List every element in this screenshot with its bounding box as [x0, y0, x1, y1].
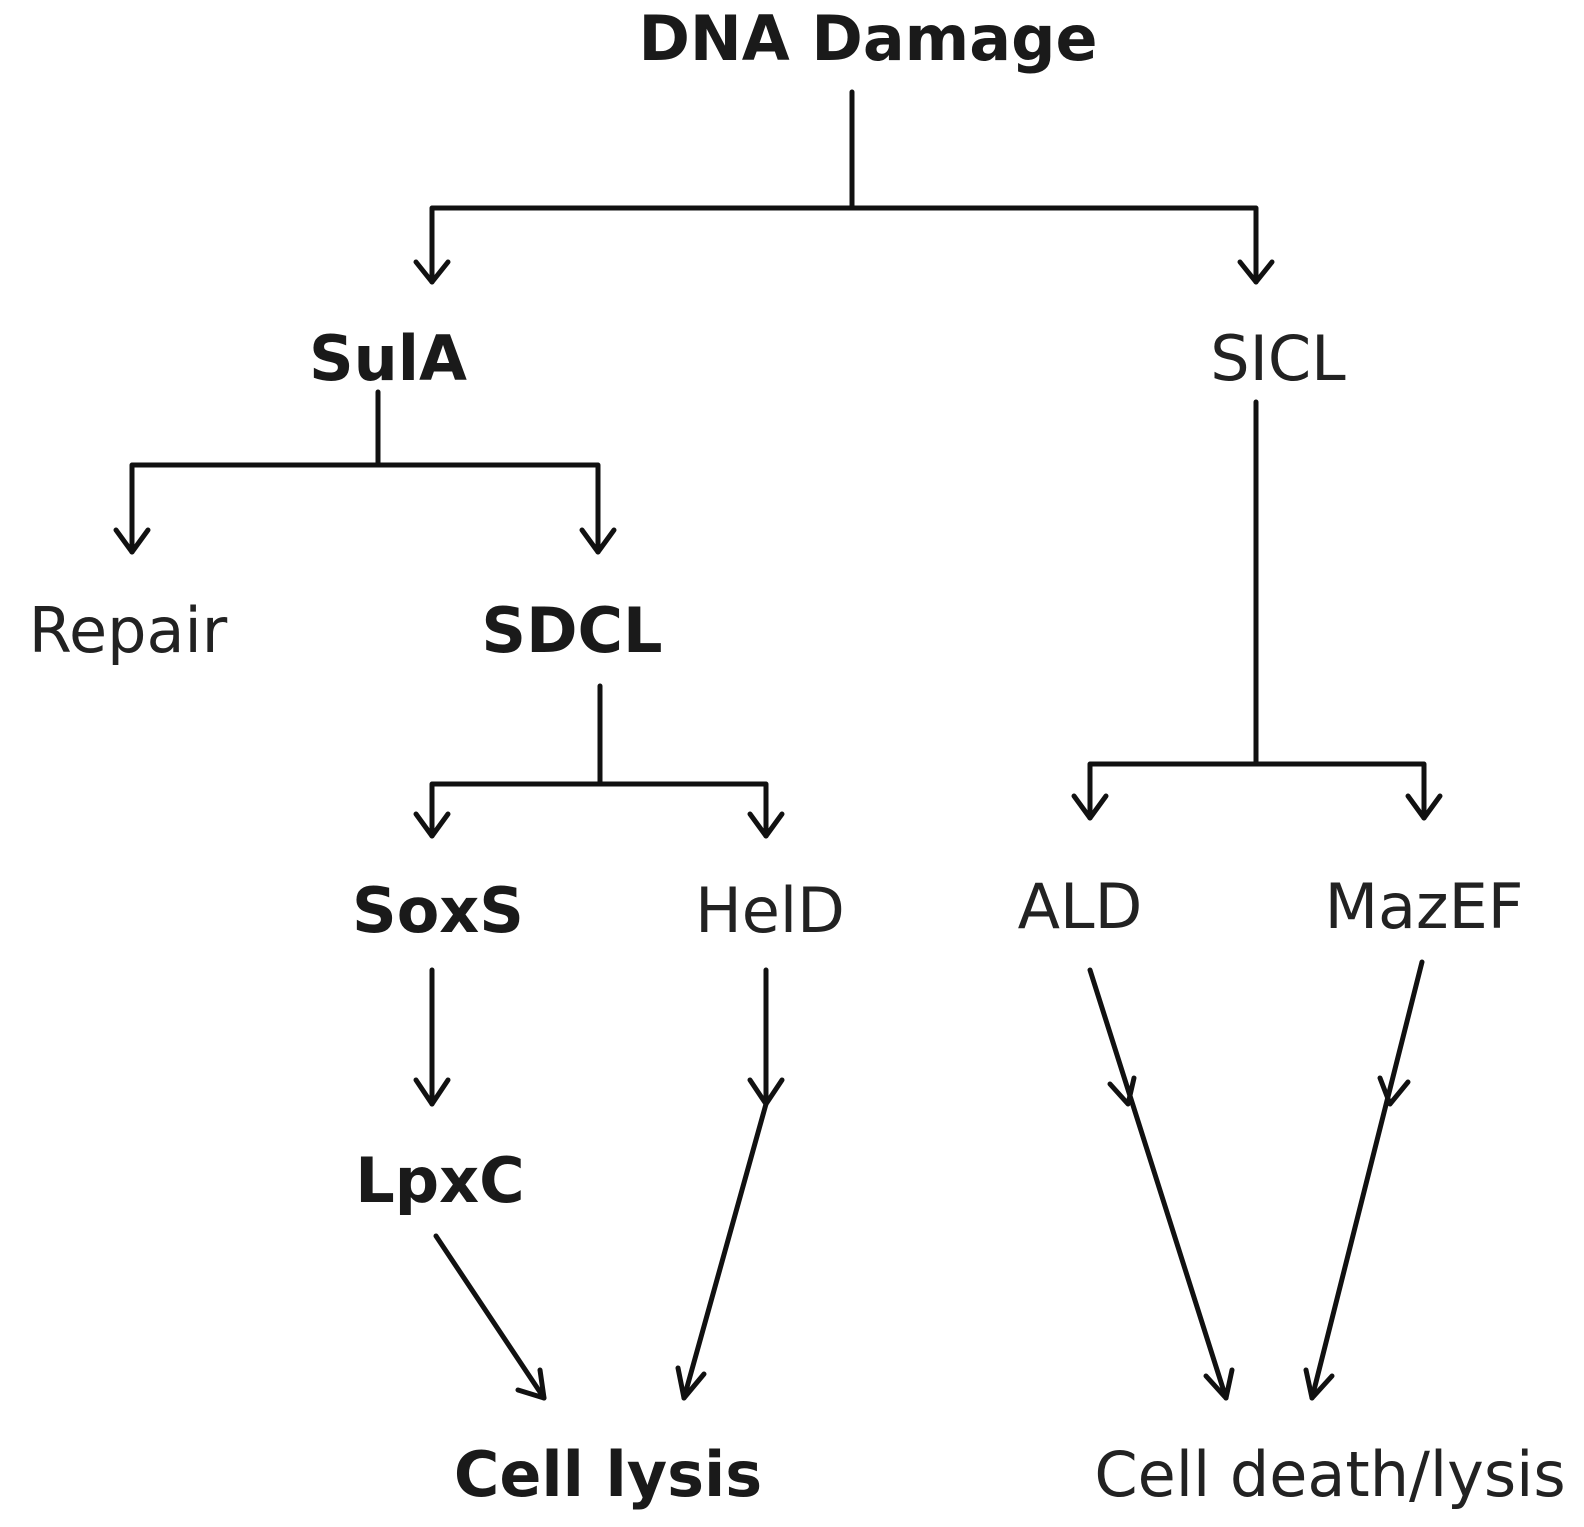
node-held: HelD	[695, 874, 845, 947]
edge-ald-to-cell-death	[1087, 967, 1229, 1401]
arrowhead-mazef-mid	[1377, 1075, 1411, 1107]
arrowhead-to-lpxc	[413, 1077, 451, 1107]
edge-held-to-cell-lysis	[681, 967, 769, 1401]
node-sdcl: SDCL	[481, 594, 662, 667]
node-lpxc: LpxC	[355, 1144, 524, 1217]
arrowhead-to-mazef	[1405, 793, 1443, 821]
arrowhead-to-sdcl	[579, 527, 617, 555]
edge-lpxc-to-cell-lysis	[433, 1233, 547, 1401]
edge-mazef-to-cell-death	[1309, 959, 1425, 1401]
arrowhead-held-to-cell-lysis	[675, 1365, 707, 1401]
edge-sula-branch	[129, 389, 601, 555]
arrowhead-to-sula	[413, 259, 451, 285]
arrowhead-to-soxs	[413, 811, 451, 839]
node-mazef: MazEF	[1325, 870, 1524, 943]
arrowhead-to-held	[747, 811, 785, 839]
node-sula: SulA	[309, 322, 467, 395]
arrowhead-to-sicl	[1237, 259, 1275, 285]
node-dna-damage: DNA Damage	[638, 2, 1097, 75]
node-cell-death-lysis: Cell death/lysis	[1094, 1438, 1565, 1511]
arrowhead-ald-to-cell-death	[1203, 1367, 1235, 1401]
arrowhead-to-ald	[1071, 793, 1109, 821]
node-ald: ALD	[1018, 870, 1143, 943]
node-cell-lysis: Cell lysis	[454, 1438, 762, 1511]
arrowhead-ald-mid	[1107, 1075, 1137, 1107]
node-soxs: SoxS	[352, 874, 524, 947]
arrowhead-mazef-to-cell-death	[1303, 1367, 1335, 1401]
arrowhead-lpxc-to-cell-lysis	[515, 1367, 547, 1401]
arrowhead-to-repair	[113, 527, 151, 555]
edge-sdcl-branch	[429, 683, 769, 839]
node-repair: Repair	[29, 594, 228, 667]
node-sicl: SICL	[1210, 322, 1346, 395]
edge-dna-damage-branch	[429, 89, 1259, 285]
arrowhead-held-mid	[747, 1077, 785, 1107]
edge-sicl-branch	[1087, 399, 1427, 821]
